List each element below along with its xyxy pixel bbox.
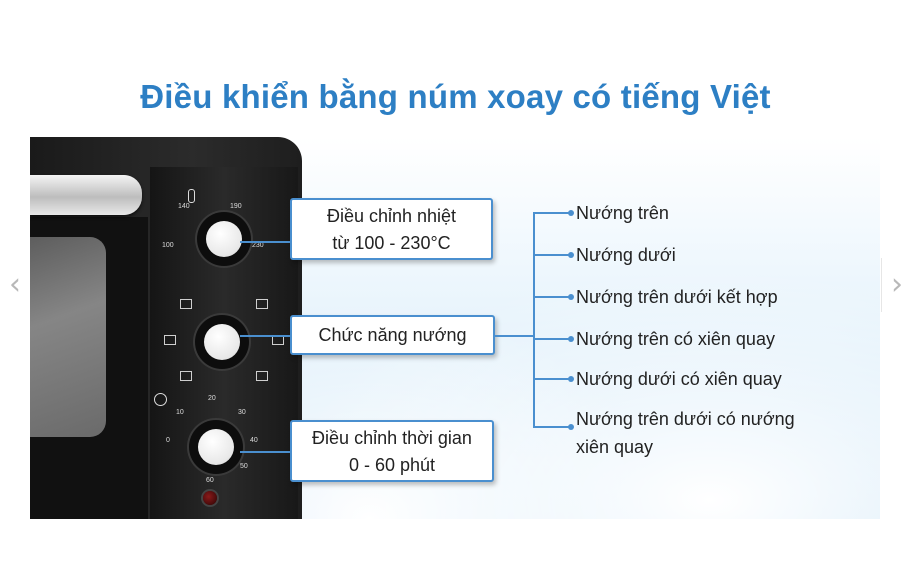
function-knob — [195, 315, 249, 369]
timer-tick-20: 20 — [208, 395, 216, 402]
branch-line-6 — [533, 426, 573, 428]
branch-dot-5 — [568, 376, 574, 382]
oven-handle — [30, 175, 142, 215]
function-knob-face — [204, 324, 240, 360]
nav-next-arrow[interactable]: › — [881, 258, 911, 312]
branch-dot-4 — [568, 336, 574, 342]
function-list-connector — [495, 335, 535, 337]
timer-tick-0: 0 — [166, 437, 170, 444]
timer-tick-50: 50 — [240, 463, 248, 470]
function-callout-label: Chức năng nướng — [318, 325, 467, 345]
temperature-callout: Điều chỉnh nhiệt từ 100 - 230°C — [290, 198, 493, 260]
power-indicator-light — [203, 491, 217, 505]
nav-prev-arrow[interactable]: ‹ — [0, 258, 31, 312]
timer-callout-line1: Điều chỉnh thời gian — [312, 428, 472, 448]
timer-tick-60: 60 — [206, 477, 214, 484]
function-icon-left — [164, 335, 176, 345]
function-item-5: Nướng dưới có xiên quay — [576, 369, 782, 389]
timer-tick-40: 40 — [250, 437, 258, 444]
temperature-tick-190: 190 — [230, 203, 242, 210]
timer-tick-10: 10 — [176, 409, 184, 416]
function-item-3: Nướng trên dưới kết hợp — [576, 287, 778, 307]
branch-dot-1 — [568, 210, 574, 216]
timer-tick-30: 30 — [238, 409, 246, 416]
function-item-4: Nướng trên có xiên quay — [576, 329, 775, 349]
oven-window — [30, 237, 106, 437]
temperature-tick-230: 230 — [252, 242, 264, 249]
temperature-knob — [197, 212, 251, 266]
thermometer-icon — [188, 189, 195, 203]
timer-knob — [189, 420, 243, 474]
function-item-6-line1: Nướng trên dưới có nướng — [576, 409, 795, 429]
temperature-callout-line2: từ 100 - 230°C — [332, 233, 451, 253]
temperature-connector — [240, 241, 292, 243]
branch-dot-2 — [568, 252, 574, 258]
function-list-bracket — [533, 212, 535, 428]
function-icon-bottom-right — [256, 371, 268, 381]
branch-dot-6 — [568, 424, 574, 430]
function-item-6-line2: xiên quay — [576, 437, 654, 457]
temperature-knob-face — [206, 221, 242, 257]
timer-knob-face — [198, 429, 234, 465]
timer-callout-line2: 0 - 60 phút — [348, 455, 436, 475]
timer-connector — [240, 451, 292, 453]
branch-dot-3 — [568, 294, 574, 300]
function-callout: Chức năng nướng — [290, 315, 495, 355]
function-icon-top-left — [180, 299, 192, 309]
function-item-2: Nướng dưới — [576, 245, 676, 265]
function-item-1: Nướng trên — [576, 203, 669, 223]
branch-line-3 — [533, 296, 573, 298]
oven-control-panel: 140 190 100 230 10 20 30 0 40 50 60 — [150, 167, 298, 519]
function-icon-top-right — [256, 299, 268, 309]
timer-callout: Điều chỉnh thời gian 0 - 60 phút — [290, 420, 494, 482]
branch-line-2 — [533, 254, 573, 256]
function-icon-bottom-left — [180, 371, 192, 381]
branch-line-5 — [533, 378, 573, 380]
function-connector — [240, 335, 292, 337]
clock-icon — [154, 393, 167, 406]
branch-line-4 — [533, 338, 573, 340]
page-title: Điều khiển bằng núm xoay có tiếng Việt — [140, 78, 771, 115]
temperature-tick-140: 140 — [178, 203, 190, 210]
temperature-tick-100: 100 — [162, 242, 174, 249]
branch-line-1 — [533, 212, 573, 214]
temperature-callout-line1: Điều chỉnh nhiệt — [326, 206, 457, 226]
